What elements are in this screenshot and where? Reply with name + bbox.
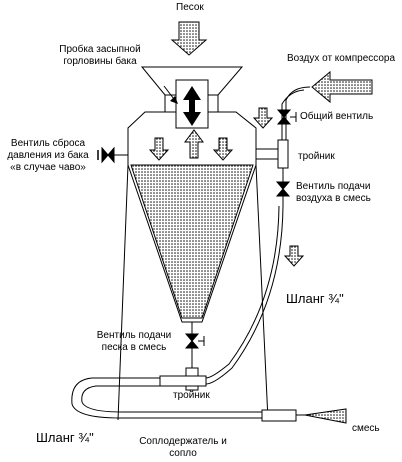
mixture-spray [304,408,347,424]
sand-fill [130,164,254,319]
sand-label: Песок [176,2,204,13]
hose-right [205,205,284,385]
plug-label: Пробка засыпной горловины бака [40,44,160,68]
air-arrow-down-icon [148,137,170,161]
air-valve-label-line-2: воздуха в смесь [296,193,371,204]
outflow-arrow-down-icon [283,245,305,267]
air-arrow-up-icon [184,129,204,159]
sand-valve-icon [184,333,200,349]
plug-label-line-1: Пробка засыпной [59,44,141,55]
relief-valve-label: Вентиль сброса давления из бака «в случа… [0,138,96,174]
relief-valve-label-line-1: Вентиль сброса [10,138,86,149]
upper-tee-label: тройник [298,151,335,162]
main-valve-label: Общий вентиль [300,111,374,122]
upper-tee-icon [277,139,289,169]
air-arrow-down-icon [252,107,274,129]
plug-label-line-2: горловины бака [63,56,137,67]
sand-valve-label: Вентиль подачи песка в смесь [80,330,188,354]
air-valve-label: Вентиль подачи воздуха в смесь [296,181,371,205]
hose-left-label: Шланг ¾" [36,430,94,445]
nozzle-label-line-2: сопло [169,448,197,459]
air-valve-icon [275,181,291,197]
air-valve-label-line-1: Вентиль подачи [296,181,371,192]
nozzle-label: Соплодержатель и сопло [122,436,244,460]
air-from-compressor-label: Воздух от компрессора [287,53,396,64]
air-arrow-down-icon [212,137,234,161]
nozzle-label-line-1: Соплодержатель и [139,436,227,447]
sand-arrow-icon [170,21,208,56]
sand-valve-label-line-1: Вентиль подачи [96,330,172,341]
compressor-air-arrow-icon [311,70,373,104]
plug-arrow-up-down-icon [183,86,201,126]
nozzle-holder [261,409,297,422]
main-valve-icon [276,109,292,125]
hose-right-label: Шланг ¾" [286,291,344,306]
hose-left [71,377,296,419]
mixture-label: смесь [352,423,380,434]
lower-tee-label: тройник [173,390,210,401]
relief-valve-icon [101,146,115,164]
relief-valve-label-line-2: давления из бака [7,150,89,161]
relief-valve-label-line-3: «в случае чаво» [10,162,86,173]
sand-valve-label-line-2: песка в смесь [101,342,167,353]
